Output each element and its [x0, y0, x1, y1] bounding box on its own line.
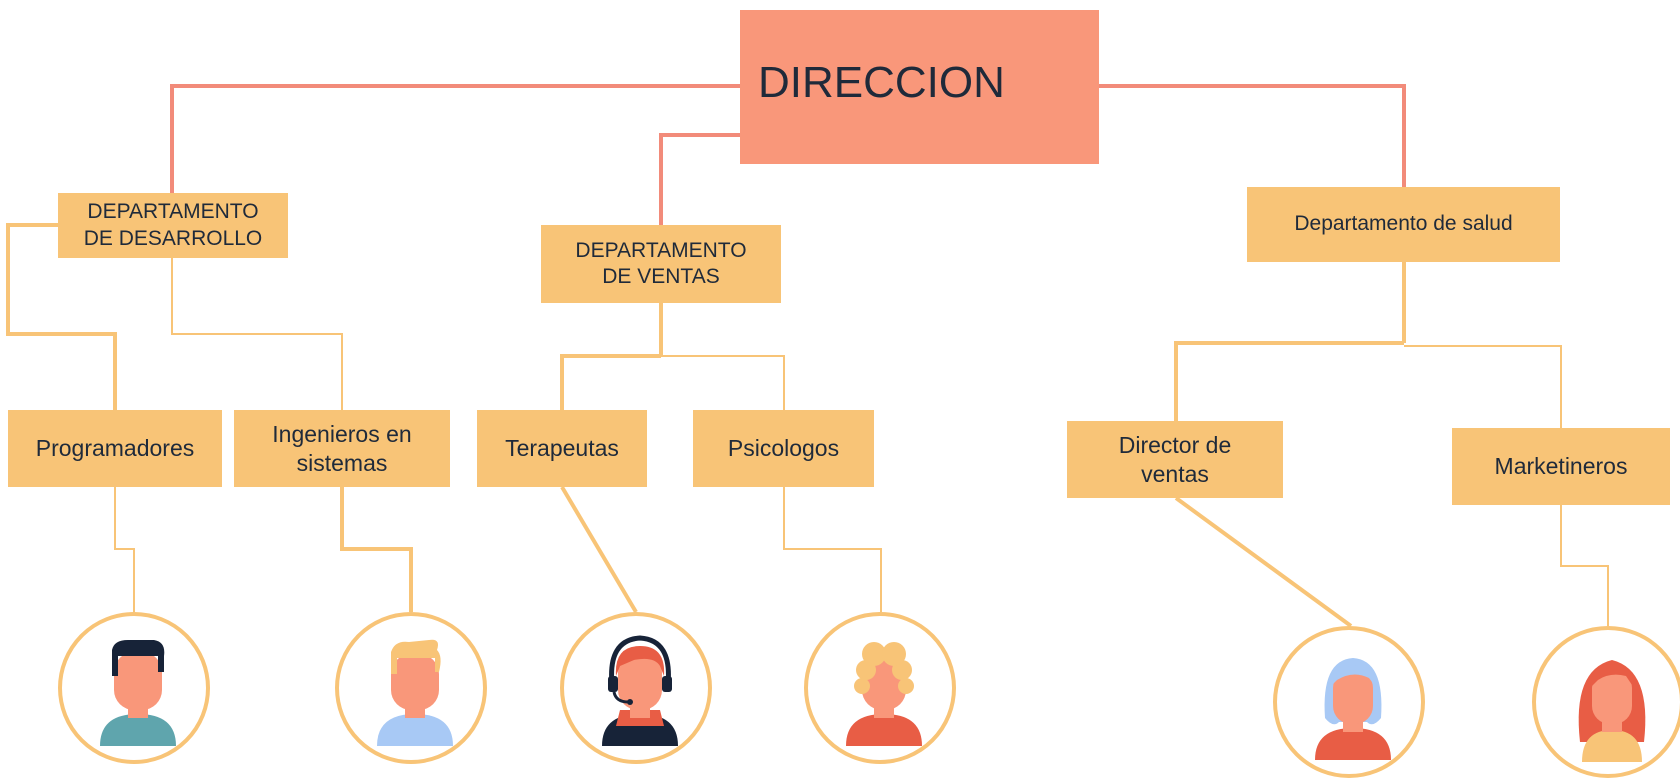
connector-programadores-avatar — [114, 487, 135, 612]
role-node-marketineros: Marketineros — [1452, 428, 1670, 505]
connector-desarrollo-programadores — [6, 223, 117, 410]
root-node: DIRECCION — [740, 10, 1099, 164]
avatar-ingenieros — [335, 612, 487, 764]
role-node-director-ventas: Director de ventas — [1067, 421, 1283, 498]
connector-ingenieros-avatar — [340, 487, 413, 612]
role-node-terapeutas: Terapeutas — [477, 410, 647, 487]
role-label-director-ventas: Director de ventas — [1118, 431, 1232, 487]
role-node-programadores: Programadores — [8, 410, 222, 487]
dept-node-salud: Departamento de salud — [1247, 187, 1560, 262]
dept-connectors — [6, 223, 1562, 428]
root-label: DIRECCION — [758, 57, 1005, 107]
connector-marketineros-avatar — [1560, 505, 1609, 626]
role-label-psicologos: Psicologos — [727, 435, 840, 462]
dept-label-ventas: DEPARTAMENTO DE VENTAS — [575, 238, 747, 288]
connector-salud-director — [1174, 341, 1404, 421]
connector-root-desarrollo — [170, 84, 740, 193]
connector-root-ventas — [659, 133, 740, 225]
person-blond-hair-icon — [377, 639, 453, 746]
connector-terapeutas-avatar — [560, 485, 638, 614]
connector-root-salud — [1099, 84, 1406, 187]
root-connectors — [170, 84, 1406, 225]
dept-label-salud: Departamento de salud — [1294, 212, 1513, 236]
connector-desarrollo-ingenieros — [171, 258, 343, 410]
connector-ventas-terapeutas — [560, 354, 661, 410]
role-label-marketineros: Marketineros — [1494, 453, 1628, 480]
avatar-psicologos — [804, 612, 956, 764]
avatar-programadores — [58, 612, 210, 764]
avatar-director-ventas — [1273, 626, 1425, 778]
role-node-ingenieros: Ingenieros en sistemas — [234, 410, 450, 487]
dept-label-desarrollo: DEPARTAMENTO DE DESARROLLO — [83, 200, 263, 250]
role-label-terapeutas: Terapeutas — [505, 435, 619, 462]
role-label-ingenieros: Ingenieros en sistemas — [272, 420, 412, 476]
person-headset-icon — [602, 635, 678, 746]
connector-salud-marketineros — [1404, 345, 1562, 428]
role-node-psicologos: Psicologos — [693, 410, 874, 487]
role-label-programadores: Programadores — [35, 435, 195, 462]
person-dark-hair-icon — [100, 640, 176, 746]
connector-ventas-psicologos — [661, 355, 785, 410]
avatar-terapeutas — [560, 612, 712, 764]
person-long-red-hair-icon — [1578, 660, 1646, 762]
connector-psicologos-avatar — [783, 487, 882, 612]
person-blue-hair-icon — [1315, 658, 1391, 760]
connector-director-avatar — [1174, 496, 1353, 628]
person-curly-blonde-icon — [846, 642, 922, 746]
avatar-connectors — [114, 485, 1609, 628]
avatar-marketineros — [1532, 626, 1680, 778]
dept-node-desarrollo: DEPARTAMENTO DE DESARROLLO — [58, 193, 288, 258]
dept-node-ventas: DEPARTAMENTO DE VENTAS — [541, 225, 781, 303]
